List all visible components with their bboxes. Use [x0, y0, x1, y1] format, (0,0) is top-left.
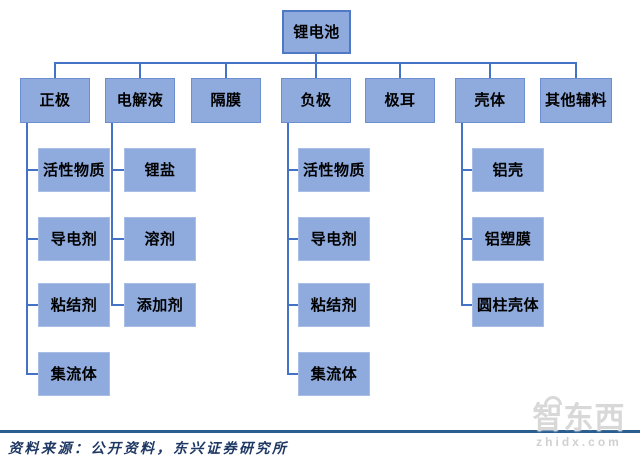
watermark-site-text: zhidx.com: [536, 435, 622, 449]
node-anode: 负极: [281, 78, 351, 123]
connector-col-anode: [287, 123, 289, 375]
node-anode-conductive-agent: 导电剂: [298, 217, 370, 261]
connector-drop-electrolyte: [139, 63, 141, 78]
connector-drop-tab: [399, 63, 401, 78]
node-anode-current-collector: 集流体: [298, 352, 370, 396]
connector-root-stem: [315, 54, 317, 63]
connector-drop-other: [575, 63, 577, 78]
connector-col-casing: [461, 123, 463, 306]
watermark-arc-icon: [544, 396, 562, 405]
node-other-materials: 其他辅料: [540, 78, 612, 123]
tick-electrolyte-0: [111, 169, 124, 171]
node-electrolyte: 电解液: [105, 78, 175, 123]
bottom-rule: [0, 430, 640, 433]
tick-electrolyte-2: [111, 304, 124, 306]
node-separator: 隔膜: [191, 78, 261, 123]
tick-cathode-3: [26, 373, 38, 375]
node-tab: 极耳: [365, 78, 435, 123]
node-cylindrical-casing: 圆柱壳体: [472, 283, 544, 327]
connector-drop-anode: [315, 63, 317, 78]
tick-casing-0: [461, 169, 472, 171]
tick-casing-1: [461, 238, 472, 240]
node-cathode-active-material: 活性物质: [38, 148, 110, 192]
node-lithium-salt: 锂盐: [124, 148, 196, 192]
tick-anode-2: [287, 304, 298, 306]
node-cathode: 正极: [20, 78, 90, 123]
node-anode-binder: 粘结剂: [298, 283, 370, 327]
watermark: 智东西 zhidx.com: [524, 396, 634, 449]
node-cathode-current-collector: 集流体: [38, 352, 110, 396]
node-casing: 壳体: [455, 78, 525, 123]
node-lithium-battery: 锂电池: [282, 10, 351, 54]
connector-drop-casing: [489, 63, 491, 78]
node-aluminum-shell: 铝壳: [472, 148, 544, 192]
tick-cathode-1: [26, 238, 38, 240]
tick-anode-1: [287, 238, 298, 240]
node-additive: 添加剂: [124, 283, 196, 327]
connector-drop-separator: [225, 63, 227, 78]
node-anode-active-material: 活性物质: [298, 148, 370, 192]
connector-col-cathode: [26, 123, 28, 375]
tick-cathode-0: [26, 169, 38, 171]
node-aluminum-plastic-film: 铝塑膜: [472, 217, 544, 261]
node-cathode-binder: 粘结剂: [38, 283, 110, 327]
node-cathode-conductive-agent: 导电剂: [38, 217, 110, 261]
node-solvent: 溶剂: [124, 217, 196, 261]
tick-cathode-2: [26, 304, 38, 306]
tick-anode-0: [287, 169, 298, 171]
tick-anode-3: [287, 373, 298, 375]
connector-drop-cathode: [54, 63, 56, 78]
watermark-logo-text: 智东西: [532, 402, 626, 435]
tick-electrolyte-1: [111, 238, 124, 240]
connector-col-electrolyte: [111, 123, 113, 306]
source-note: 资料来源：公开资料，东兴证券研究所: [8, 442, 289, 457]
tick-casing-2: [461, 304, 472, 306]
